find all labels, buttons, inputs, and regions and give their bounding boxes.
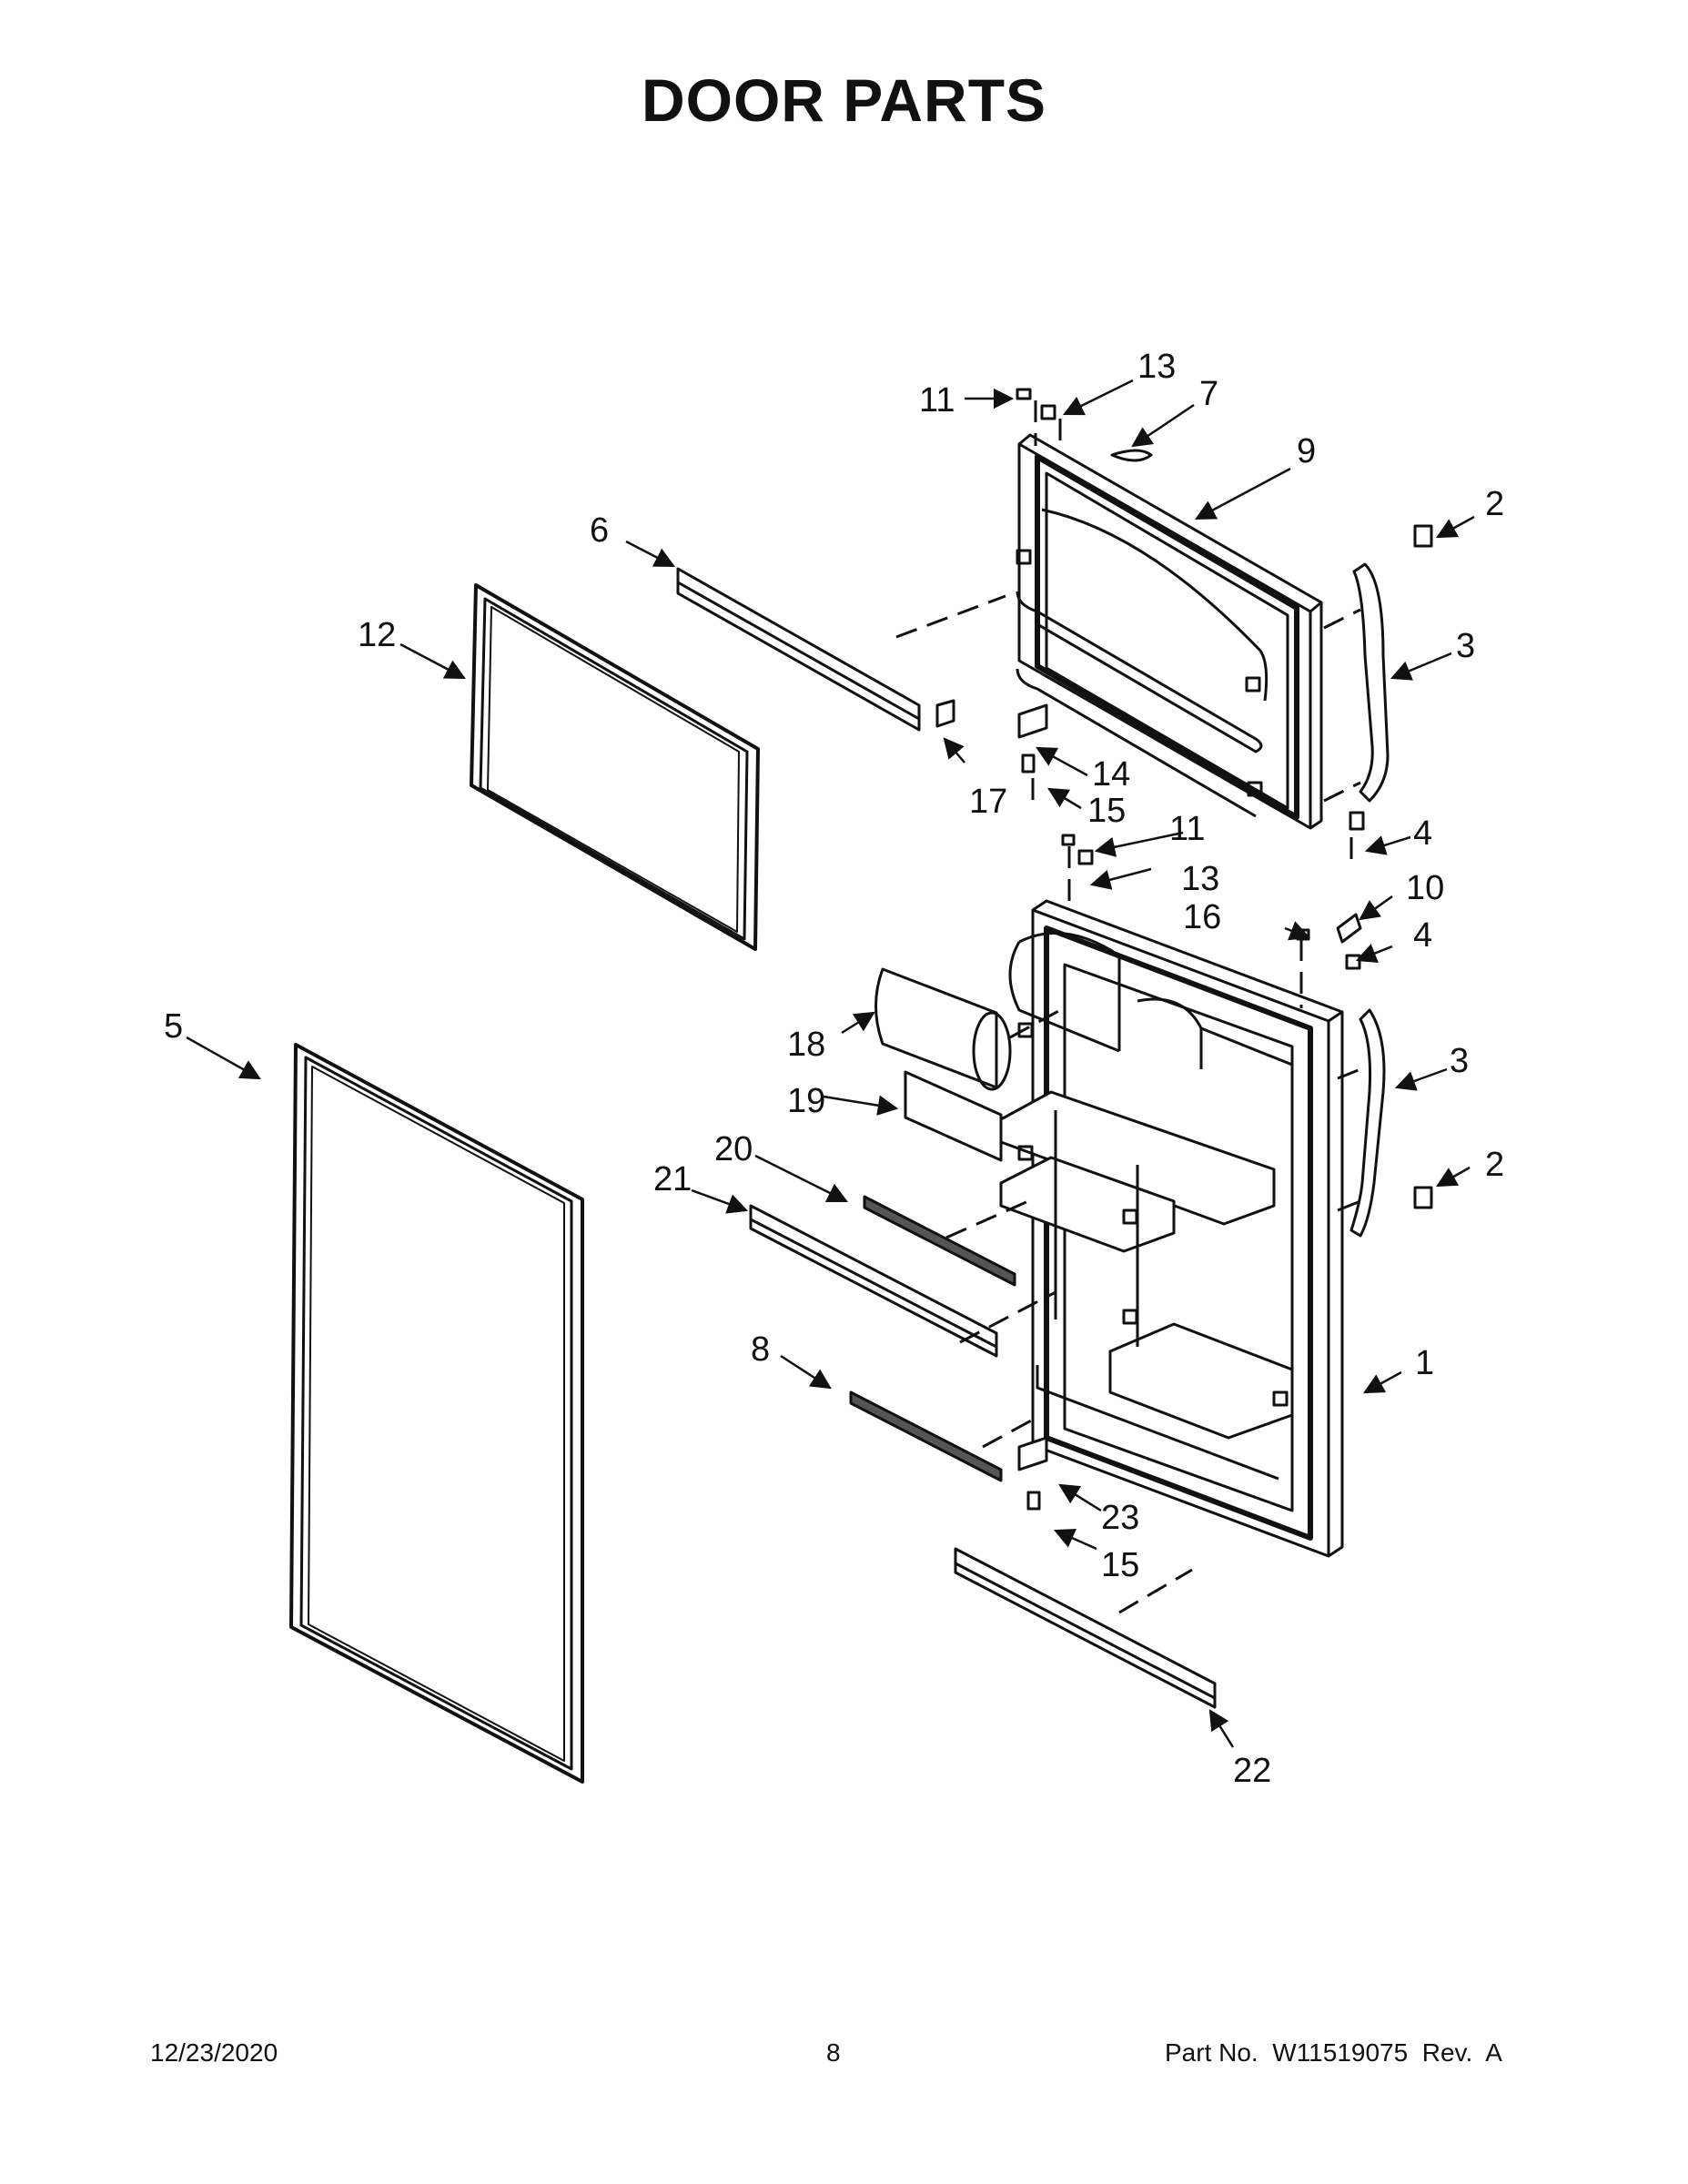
- trim-strip-20: [863, 1195, 1016, 1287]
- freezer-trim-strip: [676, 567, 921, 732]
- footer-date: 12/23/2020: [150, 2038, 278, 2067]
- callout-21: 21: [653, 1160, 692, 1198]
- callout-5: 5: [164, 1007, 183, 1046]
- freezer-handle: [1352, 562, 1390, 803]
- bottom-trim-strip: [954, 1547, 1217, 1709]
- vent-cover: [904, 1070, 1003, 1162]
- callout-11: 11: [1169, 810, 1205, 848]
- callout-14: 14: [1092, 755, 1130, 794]
- freezer-gasket: [470, 583, 760, 951]
- callout-16: 16: [1183, 898, 1221, 936]
- callout-1: 1: [1415, 1344, 1434, 1382]
- callout-15: 15: [1101, 1546, 1139, 1584]
- fresh-food-door: [999, 899, 1344, 1558]
- assembly-lines: [895, 400, 1361, 1614]
- callout-labels: 11 13 7 9 2 6 12 3 14 17 15 11 4 13 10 1…: [164, 348, 1504, 1790]
- callout-2: 2: [1485, 1146, 1504, 1184]
- fresh-food-gasket: [289, 1043, 584, 1784]
- callout-13: 13: [1137, 348, 1176, 386]
- callout-6: 6: [590, 511, 609, 550]
- callout-13: 13: [1181, 860, 1219, 898]
- trim-strip-8: [849, 1390, 1003, 1482]
- callout-3: 3: [1456, 627, 1475, 665]
- trim-strip-21: [749, 1204, 998, 1358]
- callout-3: 3: [1450, 1042, 1469, 1080]
- callout-10: 10: [1406, 869, 1444, 907]
- callout-20: 20: [714, 1130, 753, 1168]
- leader-arrows: [186, 379, 1475, 1748]
- callout-23: 23: [1101, 1499, 1139, 1537]
- callout-19: 19: [787, 1082, 825, 1120]
- callout-9: 9: [1297, 432, 1316, 470]
- callout-15: 15: [1087, 792, 1126, 830]
- callout-4: 4: [1413, 916, 1432, 955]
- fresh-food-handle: [1349, 1008, 1386, 1238]
- callout-12: 12: [358, 616, 396, 654]
- callout-11: 11: [919, 381, 955, 420]
- freezer-door: [1016, 433, 1323, 830]
- callout-4: 4: [1413, 814, 1432, 853]
- callout-8: 8: [751, 1330, 770, 1369]
- footer-page-number: 8: [826, 2038, 841, 2067]
- callout-17: 17: [969, 783, 1007, 821]
- page-title: DOOR PARTS: [641, 66, 1047, 134]
- callout-7: 7: [1199, 375, 1218, 413]
- callout-18: 18: [787, 1026, 825, 1064]
- footer-part-number: Part No. W11519075 Rev. A: [1165, 2038, 1502, 2067]
- callout-2: 2: [1485, 485, 1504, 523]
- dairy-bin: [874, 967, 1012, 1091]
- callout-22: 22: [1233, 1752, 1271, 1790]
